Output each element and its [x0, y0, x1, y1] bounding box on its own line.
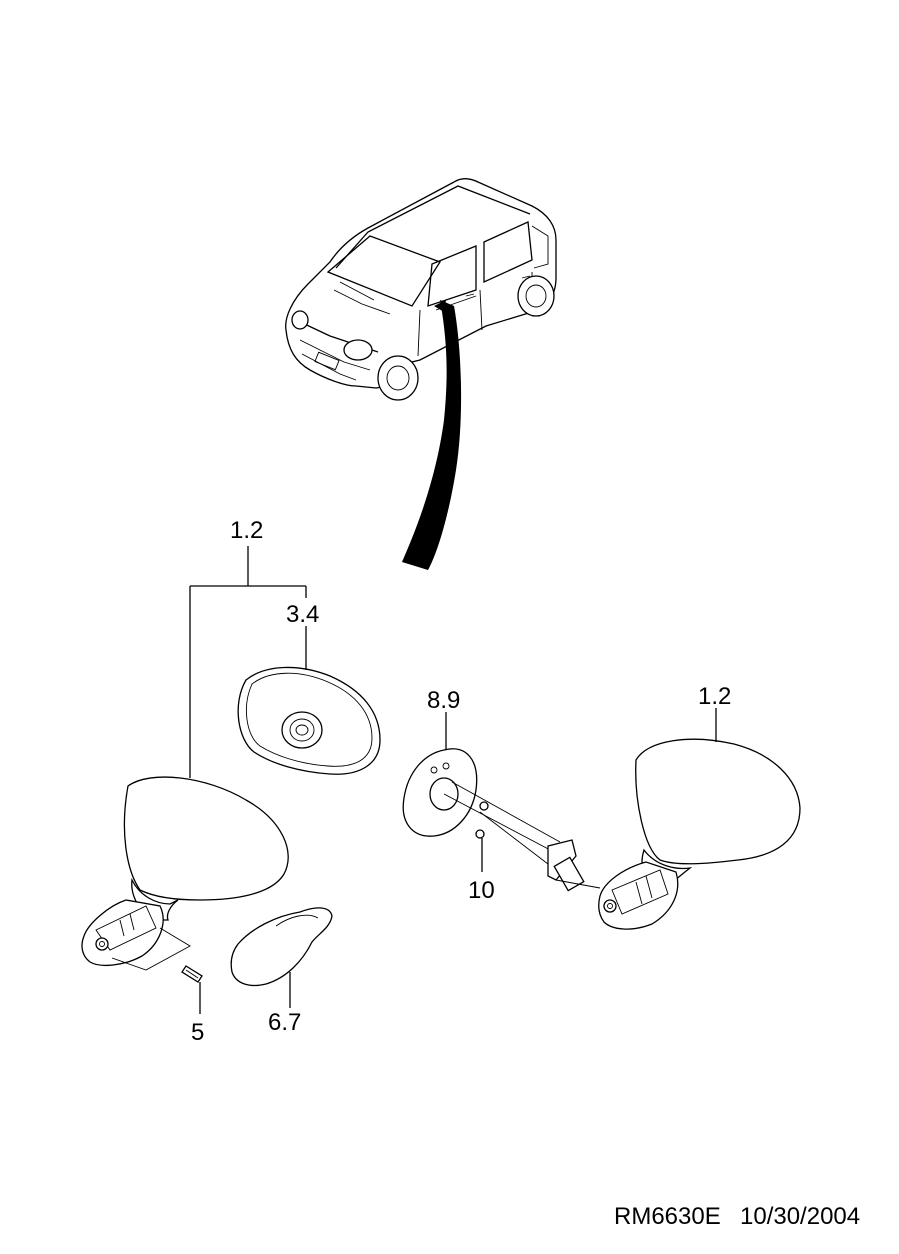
mirror-glass-part — [237, 666, 381, 775]
screw-part — [181, 965, 203, 983]
gasket-part — [402, 748, 478, 837]
right-mirror-assembly — [598, 738, 801, 930]
cover-part — [230, 907, 333, 987]
drawing-code: RM6630E — [614, 1203, 721, 1230]
leader-lines — [189, 546, 717, 1014]
callout-mirror-assembly-left: 1.2 — [230, 517, 263, 544]
left-mirror-assembly — [81, 776, 289, 971]
callout-gasket: 8.9 — [427, 687, 460, 714]
callout-screw: 5 — [191, 1019, 204, 1046]
pointer-arrow — [402, 300, 462, 570]
callout-nut: 10 — [468, 877, 495, 904]
callout-mirror-assembly-right: 1.2 — [698, 683, 731, 710]
actuator-shaft — [443, 781, 601, 892]
car-illustration — [285, 177, 557, 401]
callout-mirror-glass: 3.4 — [286, 601, 319, 628]
callout-cover: 6.7 — [268, 1009, 301, 1036]
drawing-date: 10/30/2004 — [740, 1203, 860, 1230]
